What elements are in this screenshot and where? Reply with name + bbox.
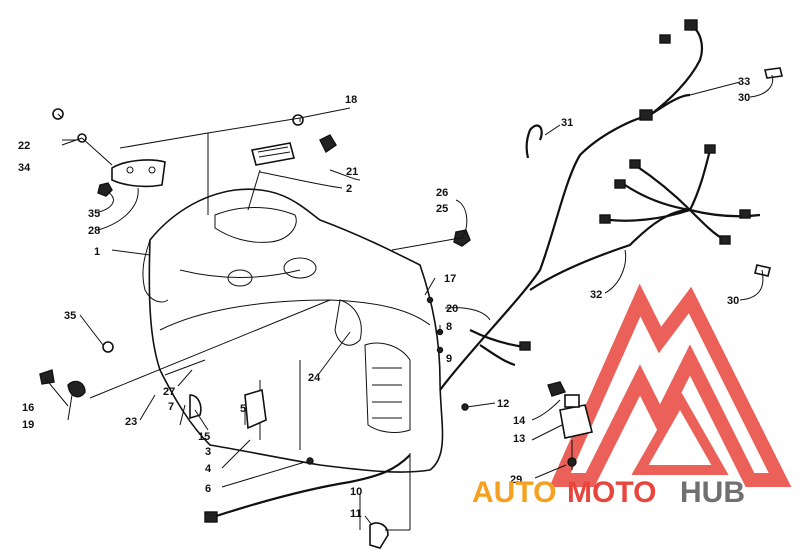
callout-12: 12 [497,398,509,410]
wiring-harness [439,19,783,391]
callout-1: 1 [94,246,100,258]
watermark-text-hub: HUB [680,476,745,509]
leader-lines [44,74,774,531]
watermark-logo [549,283,792,487]
callout-6: 6 [205,483,211,495]
callout-5: 5 [240,403,246,415]
lower-cable [209,454,411,520]
callout-9: 9 [446,353,452,365]
callout-21: 21 [346,166,358,178]
lower-cable-connector [204,511,218,523]
callout-10: 10 [350,486,362,498]
callout-35-upper: 35 [88,208,100,220]
callout-30-top: 30 [738,92,750,104]
watermark-triangle-icon [549,283,792,487]
callout-24: 24 [308,372,321,384]
callout-32: 32 [590,289,602,301]
rod-line [89,299,331,399]
callout-30-bottom: 30 [727,295,739,307]
callout-26: 26 [436,187,448,199]
watermark-text-moto: MOTO [567,476,656,509]
callout-8: 8 [446,321,452,333]
callout-23: 23 [125,416,137,428]
callout-33: 33 [738,76,750,88]
callout-31: 31 [561,117,573,129]
gauge-panel [251,142,295,166]
callout-29: 29 [510,474,522,486]
watermark-text: AUTO MOTO HUB [472,476,745,509]
callout-28: 28 [88,225,100,237]
callout-16: 16 [22,402,34,414]
watermark-inner-triangle-icon [631,389,729,475]
callout-22: 22 [18,140,30,152]
callout-14: 14 [513,415,526,427]
callout-34: 34 [18,162,31,174]
callout-labels: 1 2 3 4 5 6 7 8 9 10 11 12 13 14 15 16 1… [18,76,750,520]
callout-3: 3 [205,446,211,458]
callout-19: 19 [22,419,34,431]
hood-housing [142,188,444,473]
callout-35-lower: 35 [64,310,76,322]
callout-13: 13 [513,433,525,445]
relay-assembly [547,381,593,470]
callout-18: 18 [345,94,357,106]
callout-25: 25 [436,203,448,215]
dash-bracket [111,159,166,188]
callout-27: 27 [163,386,175,398]
callout-15: 15 [198,431,210,443]
callout-20: 20 [446,303,458,315]
callout-7: 7 [168,401,174,413]
callout-2: 2 [346,183,352,195]
callout-4: 4 [205,463,212,475]
watermark-text-auto: AUTO [472,476,556,509]
callout-17: 17 [444,273,456,285]
callout-11: 11 [350,508,362,520]
